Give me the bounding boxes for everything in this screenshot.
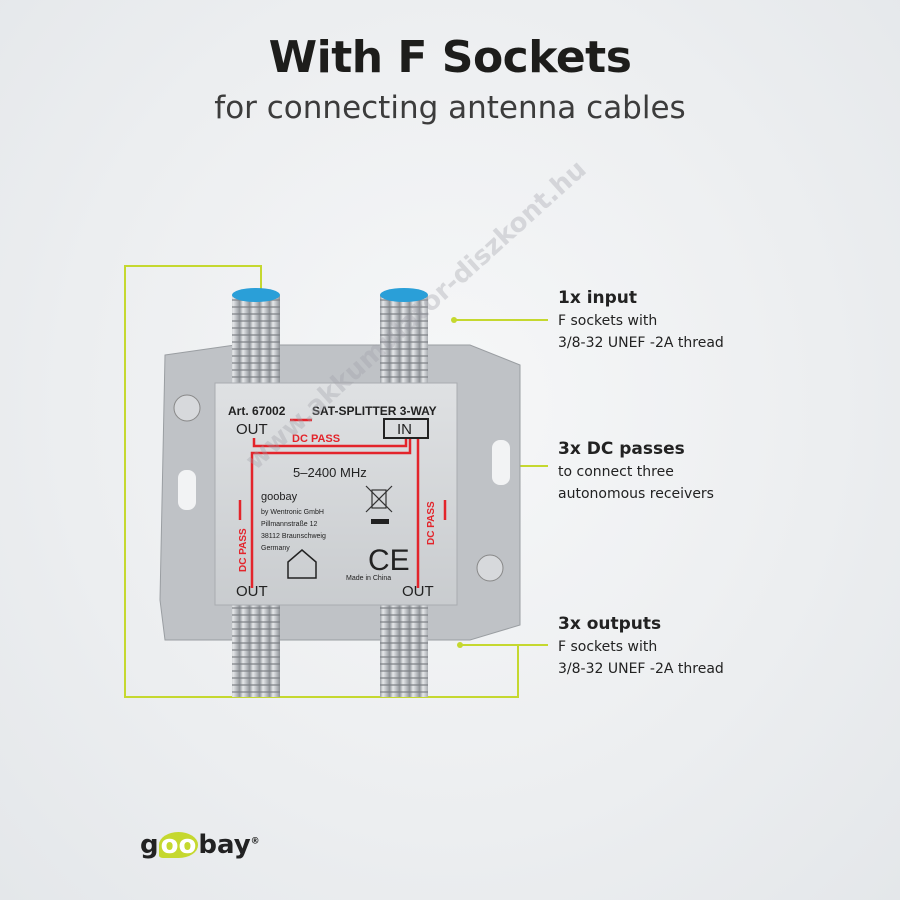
out-label-bottom-right: OUT — [402, 583, 434, 600]
feature-outputs: 3x outputs F sockets with 3/8-32 UNEF -2… — [558, 612, 724, 680]
brand-text: goobay — [261, 491, 298, 503]
goobay-logo: goobay® — [140, 830, 260, 860]
in-label: IN — [397, 421, 412, 438]
feature-heading: 3x DC passes — [558, 439, 685, 459]
dc-pass-top: DC PASS — [292, 433, 340, 445]
weee-bin-icon — [365, 485, 393, 513]
feature-line: autonomous receivers — [558, 486, 714, 502]
logo-part: g — [140, 830, 159, 860]
maker: by Wentronic GmbH — [261, 509, 324, 516]
feature-heading: 1x input — [558, 288, 638, 308]
in-box — [383, 418, 429, 439]
ce-mark: CE — [368, 544, 410, 577]
feature-line: F sockets with — [558, 313, 658, 329]
logo-part: oo — [158, 830, 199, 860]
city: 38112 Braunschweig — [261, 533, 326, 540]
out-label-top: OUT — [236, 421, 268, 438]
feature-dc-passes: 3x DC passes to connect three autonomous… — [558, 437, 714, 505]
dc-pass-left: DC PASS — [238, 528, 249, 572]
top-output-socket — [380, 288, 428, 385]
product-name: SAT-SPLITTER 3-WAY — [312, 404, 437, 418]
bottom-right-socket — [380, 605, 428, 697]
feature-line: F sockets with — [558, 639, 658, 655]
input-socket — [232, 288, 280, 385]
frequency: 5–2400 MHz — [293, 465, 367, 480]
bottom-left-socket — [232, 605, 280, 697]
country: Germany — [261, 545, 290, 552]
dc-pass-right: DC PASS — [426, 501, 437, 545]
feature-heading: 3x outputs — [558, 614, 662, 634]
dc-pass-paths — [238, 418, 447, 588]
page-title: With F Sockets — [268, 32, 632, 83]
feature-line: to connect three — [558, 464, 674, 480]
screw-icon — [173, 394, 201, 422]
page-subtitle: for connecting antenna cables — [214, 90, 686, 126]
feature-line: 3/8-32 UNEF -2A thread — [558, 335, 724, 351]
feature-line: 3/8-32 UNEF -2A thread — [558, 661, 724, 677]
feature-input: 1x input F sockets with 3/8-32 UNEF -2A … — [558, 286, 724, 354]
origin: Made in China — [346, 575, 391, 582]
article-number: Art. 67002 — [228, 404, 286, 418]
street: Pillmannstraße 12 — [261, 521, 318, 528]
out-label-bottom-left: OUT — [236, 583, 268, 600]
screw-icon — [476, 554, 504, 582]
logo-registered: ® — [250, 836, 260, 847]
logo-part: bay — [198, 830, 251, 860]
house-icon — [287, 549, 317, 579]
